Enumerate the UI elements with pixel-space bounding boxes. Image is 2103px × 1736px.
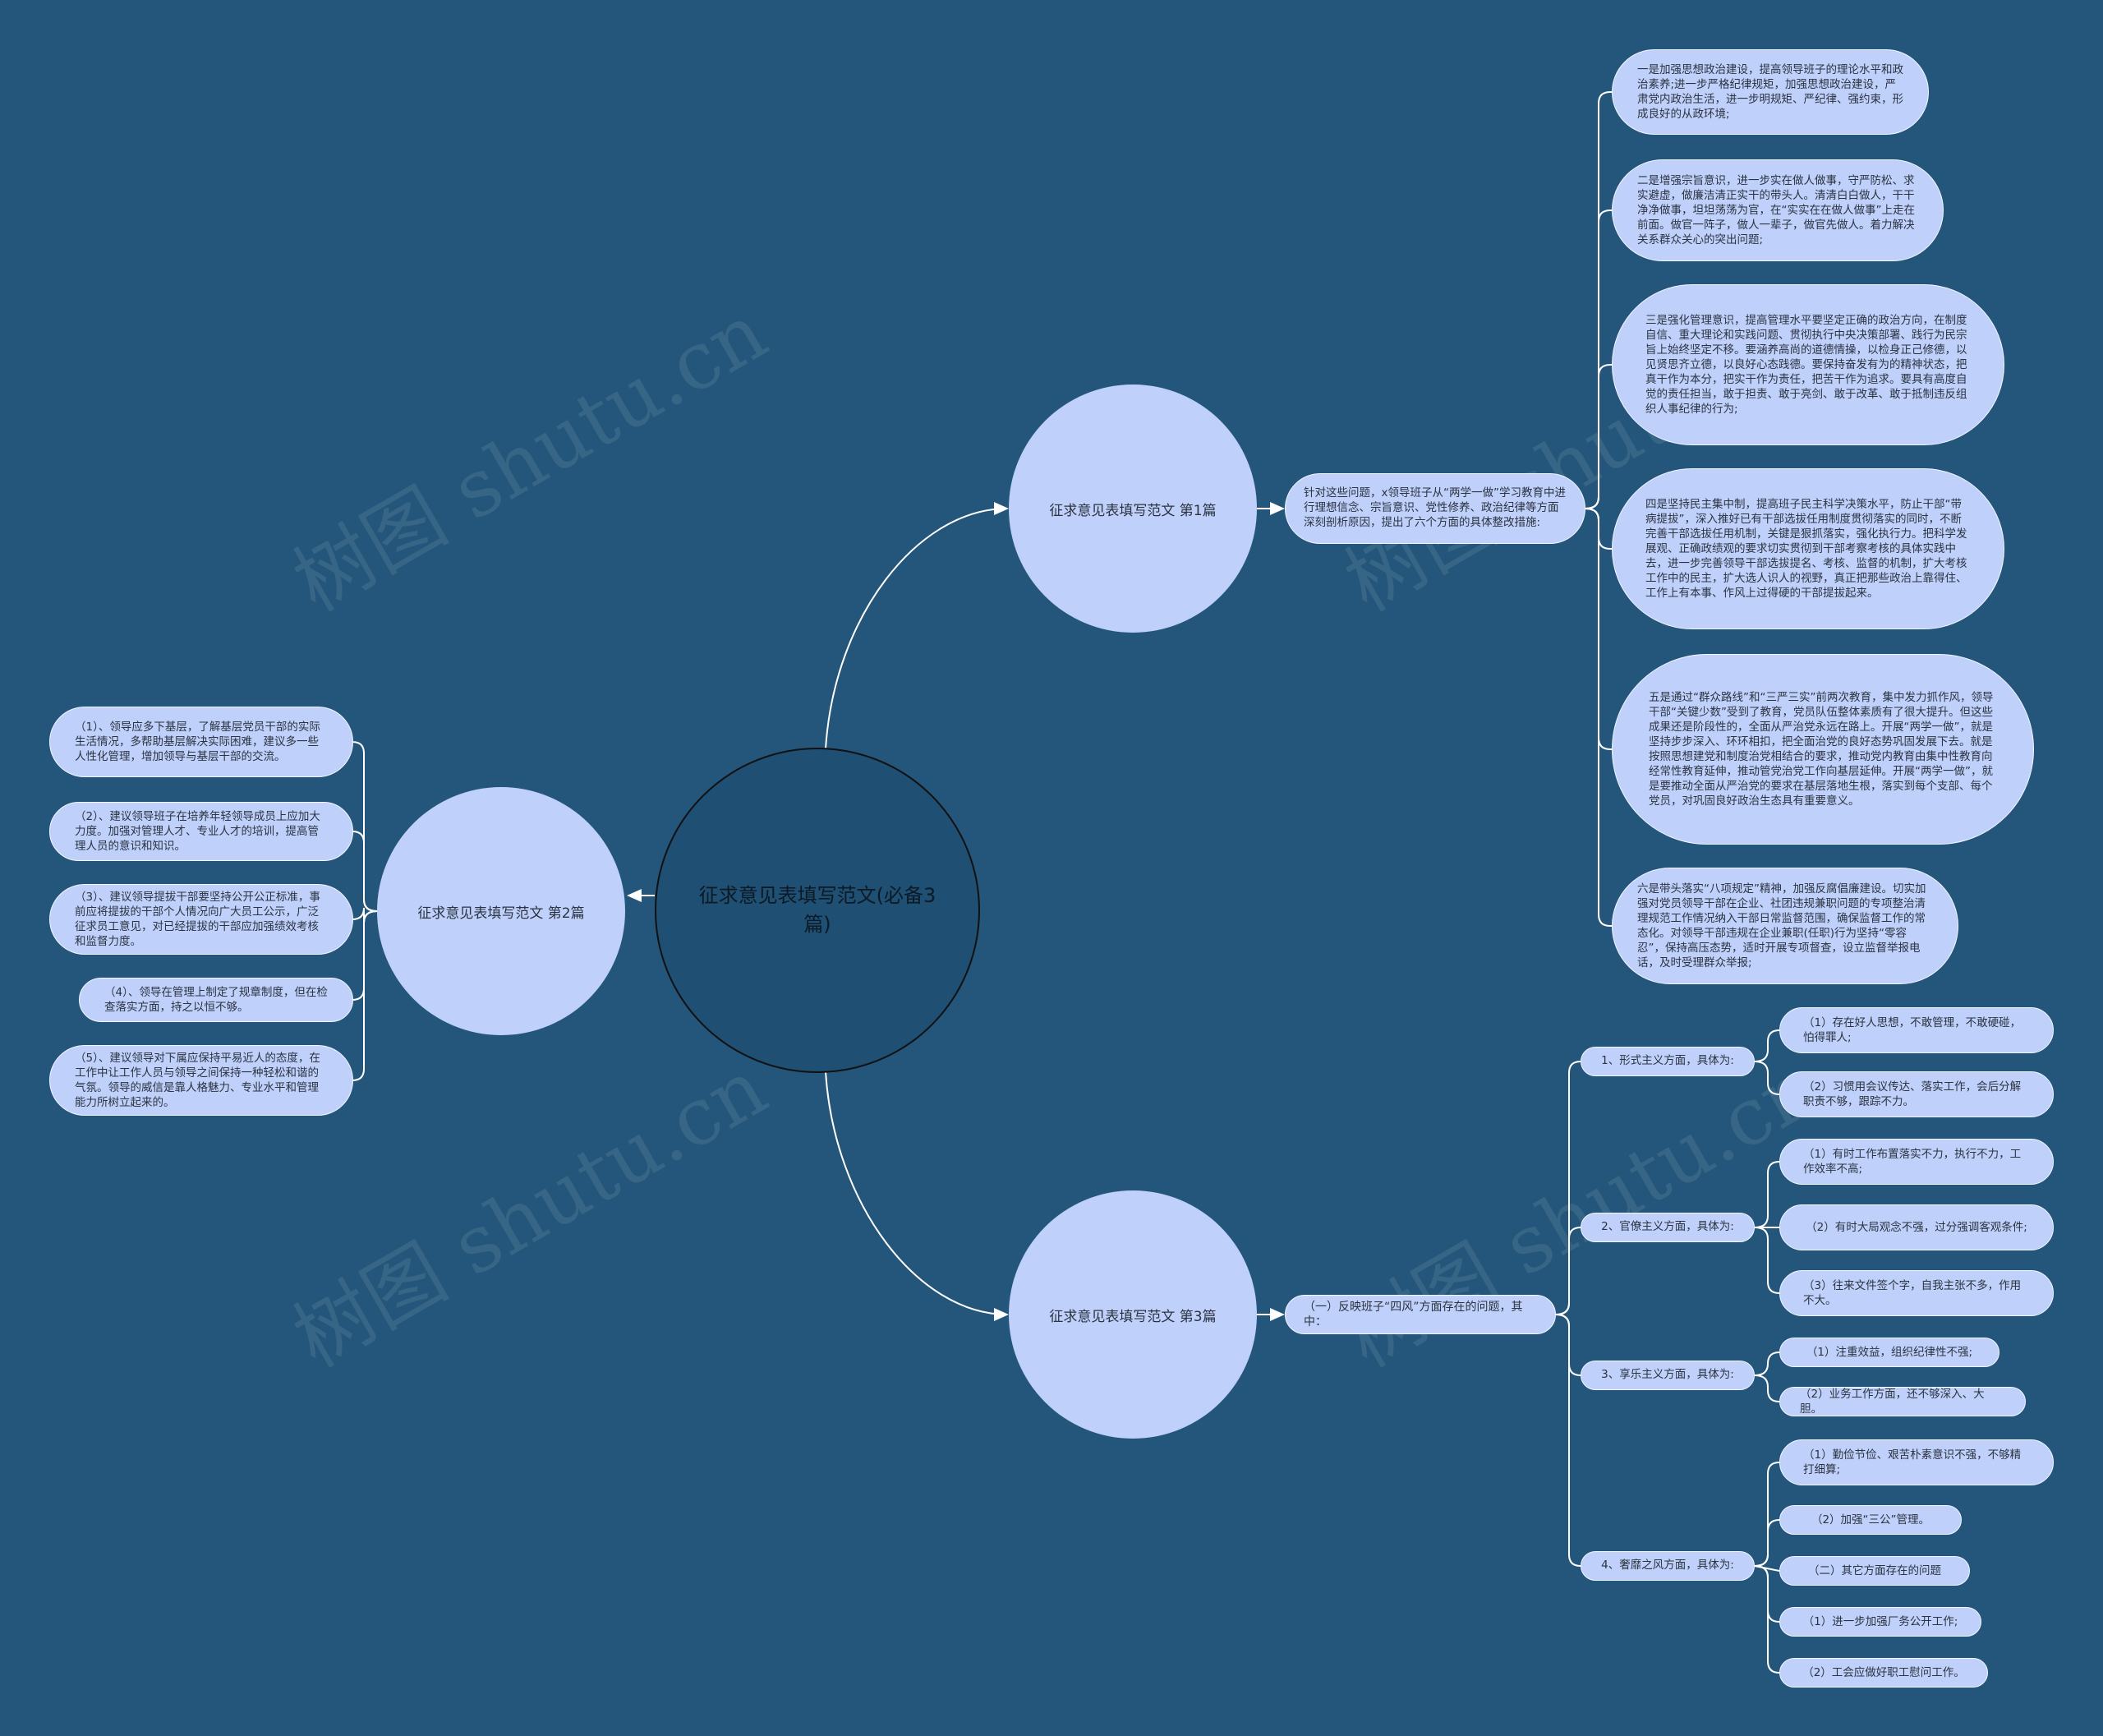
branch-3-title: 征求意见表填写范文 第3篇 <box>1049 1308 1217 1325</box>
connector-g2-item-1 <box>1754 1161 1780 1228</box>
connector-g1-item-1 <box>1754 1029 1780 1062</box>
branch-3-group-3[interactable]: 3、享乐主义方面，具体为: <box>1581 1361 1755 1390</box>
branch-1-item-6[interactable]: 六是带头落实“八项规定”精神，加强反腐倡廉建设。切实加强对党员领导干部在企业、社… <box>1612 868 1958 984</box>
group-4-item-3[interactable]: （二）其它方面存在的问题 <box>1779 1556 1970 1586</box>
branch-3-group-2[interactable]: 2、官僚主义方面，具体为: <box>1581 1213 1755 1242</box>
connector-b1-item-6 <box>1585 508 1612 927</box>
connector-g4-item-2 <box>1754 1519 1780 1567</box>
connector-b1-item-3 <box>1585 364 1612 509</box>
group-4-item-5[interactable]: （2）工会应做好职工慰问工作。 <box>1779 1658 1988 1688</box>
group-1-item-1[interactable]: （1）存在好人思想，不敢管理，不敢硬碰，怕得罪人; <box>1779 1007 2054 1053</box>
group-4-item-1[interactable]: （1）勤俭节俭、艰苦朴素意识不强，不够精打细算; <box>1779 1439 2054 1485</box>
group-1-item-2[interactable]: （2）习惯用会议传达、落实工作，会后分解职责不够，跟踪不力。 <box>1779 1071 2054 1117</box>
branch-1-title: 征求意见表填写范文 第1篇 <box>1049 502 1217 519</box>
branch-1-summary[interactable]: 针对这些问题，x领导班子从“两学一做”学习教育中进行理想信念、宗旨意识、党性修养… <box>1285 473 1585 544</box>
group-4-item-4[interactable]: （1）进一步加强厂务公开工作; <box>1779 1607 1981 1637</box>
connector-g2-item-3 <box>1754 1227 1780 1294</box>
connector-b2-item-5 <box>352 910 378 1081</box>
root-node[interactable]: 征求意见表填写范文(必备3篇) <box>655 748 980 1073</box>
connector-g3-item-2 <box>1754 1375 1780 1402</box>
group-2-item-3[interactable]: （3）往来文件签个字，自我主张不多，作用不大。 <box>1779 1270 2054 1316</box>
branch-node-2[interactable]: 征求意见表填写范文 第2篇 <box>377 787 625 1035</box>
branch-3-summary[interactable]: （一）反映班子“四风”方面存在的问题，其中： <box>1285 1295 1556 1334</box>
branch-1-item-3[interactable]: 三是强化管理意识，提高管理水平要坚定正确的政治方向，在制度自信、重大理论和实践问… <box>1612 284 2004 445</box>
connector-b3-group-4 <box>1555 1314 1581 1567</box>
branch-2-item-3[interactable]: （3）、建议领导提拔干部要坚持公开公正标准，事前应将提拔的干部个人情况向广大员工… <box>49 884 353 955</box>
branch-1-item-1[interactable]: 一是加强思想政治建设，提高领导班子的理论水平和政治素养;进一步严格纪律规矩，加强… <box>1612 49 1929 135</box>
group-4-item-2[interactable]: （2）加强“三公”管理。 <box>1779 1505 1962 1535</box>
branch-1-item-5[interactable]: 五是通过“群众路线”和“三严三实”前两次教育，集中发力抓作风，领导干部“关键少数… <box>1612 654 2034 845</box>
connector-b3-group-2 <box>1555 1227 1581 1315</box>
root-title: 征求意见表填写范文(必备3篇) <box>698 884 936 936</box>
branch-2-item-1[interactable]: （1）、领导应多下基层，了解基层党员干部的实际生活情况，多帮助基层解决实际困难，… <box>49 707 353 777</box>
branch-node-3[interactable]: 征求意见表填写范文 第3篇 <box>1009 1190 1257 1439</box>
branch-2-item-2[interactable]: （2）、建议领导班子在培养年轻领导成员上应加大力度。加强对管理人才、专业人才的培… <box>49 802 353 861</box>
group-2-item-2[interactable]: （2）有时大局观念不强，过分强调客观条件; <box>1779 1204 2054 1250</box>
branch-1-item-2[interactable]: 二是增强宗旨意识，进一步实在做人做事，守严防松、求实避虚，做廉洁清正实干的带头人… <box>1612 159 1944 261</box>
connector-b2-item-2 <box>352 831 378 912</box>
branch-1-item-4[interactable]: 四是坚持民主集中制，提高班子民主科学决策水平，防止干部“带病提拔”，深入推好已有… <box>1612 468 2004 629</box>
group-3-item-1[interactable]: （1）注重效益，组织纪律性不强; <box>1779 1338 1999 1367</box>
connector-root-b3 <box>825 1071 1009 1321</box>
branch-3-group-1[interactable]: 1、形式主义方面，具体为: <box>1581 1047 1755 1076</box>
group-3-item-2[interactable]: （2）业务工作方面，还不够深入、大胆。 <box>1779 1387 2026 1416</box>
branch-2-title: 征求意见表填写范文 第2篇 <box>417 905 585 922</box>
connector-g4-item-5 <box>1754 1565 1780 1674</box>
branch-2-item-4[interactable]: （4）、领导在管理上制定了规章制度，但在检查落实方面，持之以恒不够。 <box>79 978 353 1022</box>
branch-2-item-5[interactable]: （5）、建议领导对下属应保持平易近人的态度，在工作中让工作人员与领导之间保持一种… <box>49 1045 353 1116</box>
connector-root-b1 <box>825 502 1009 750</box>
branch-node-1[interactable]: 征求意见表填写范文 第1篇 <box>1009 384 1257 633</box>
branch-3-group-4[interactable]: 4、奢靡之风方面，具体为: <box>1581 1551 1755 1581</box>
connector-g3-item-1 <box>1754 1352 1780 1376</box>
group-2-item-1[interactable]: （1）有时工作布置落实不力，执行不力，工作效率不高; <box>1779 1139 2054 1185</box>
connector-g1-item-2 <box>1754 1061 1780 1095</box>
